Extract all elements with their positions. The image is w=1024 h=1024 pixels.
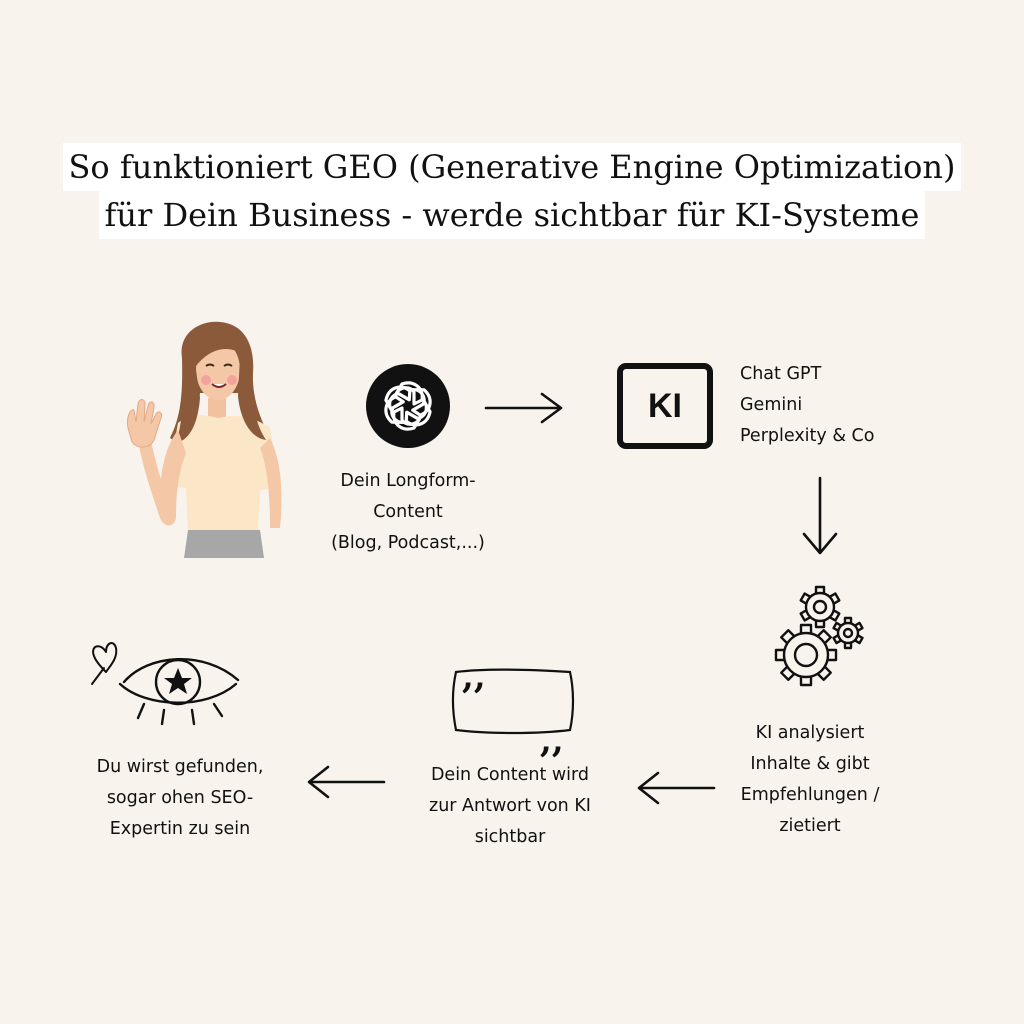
openai-logo-icon — [366, 364, 450, 448]
arrow-right-icon — [484, 390, 564, 426]
step-analyse-label: KI analysiert Inhalte & gibt Empfehlunge… — [740, 723, 880, 836]
step-found-label: Du wirst gefunden, sogar ohen SEO- Exper… — [96, 757, 264, 839]
waving-woman-illustration — [120, 318, 300, 563]
quote-bubble-icon: ,, ,, — [448, 657, 578, 761]
step-answer-label: Dein Content wird zur Antwort von KI sic… — [429, 765, 591, 847]
page-title: So funktioniert GEO (Generative Engine O… — [0, 143, 1024, 239]
step-content-label: Dein Longform- Content (Blog, Podcast,..… — [331, 471, 485, 553]
arrow-left-icon — [636, 768, 716, 808]
gears-icon — [770, 585, 870, 691]
title-line-1: So funktioniert GEO (Generative Engine O… — [62, 143, 962, 191]
arrow-down-icon — [798, 476, 842, 556]
arrow-left-icon-2 — [306, 762, 386, 802]
ki-badge-text: KI — [648, 387, 682, 425]
title-line-2: für Dein Business - werde sichtbar für K… — [98, 191, 926, 239]
svg-text:,,: ,, — [462, 657, 486, 697]
ki-systems-list: Chat GPT Gemini Perplexity & Co — [740, 364, 875, 446]
svg-text:,,: ,, — [540, 721, 564, 761]
ki-badge-icon: KI — [617, 363, 713, 449]
eye-star-icon — [86, 628, 246, 726]
